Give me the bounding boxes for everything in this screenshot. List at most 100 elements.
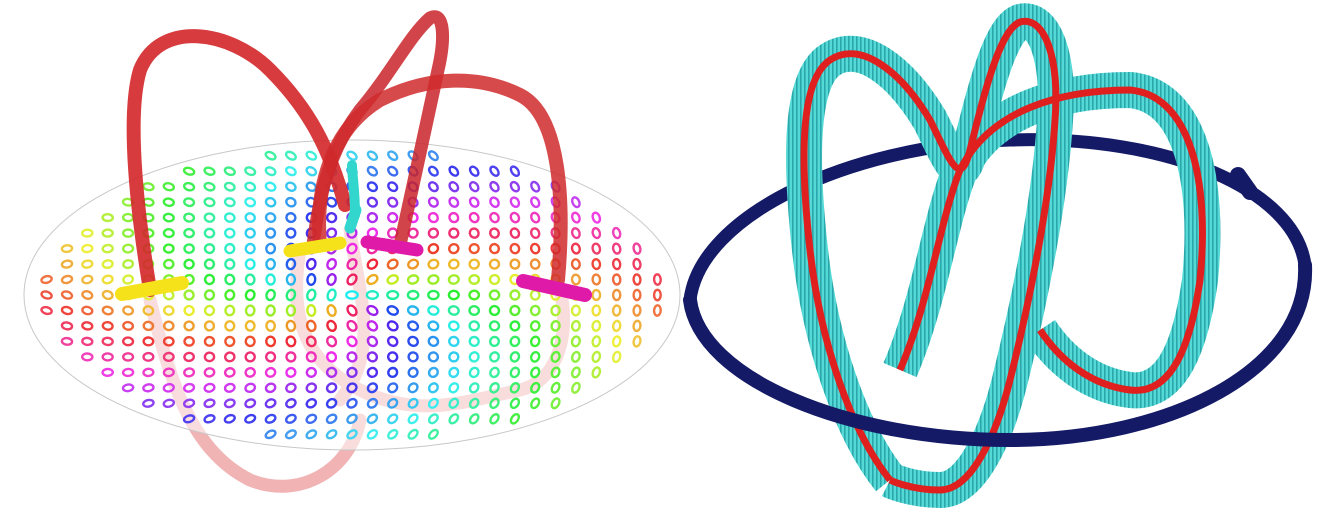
spin-dot [509,211,521,224]
spin-dot [285,319,297,333]
spin-dot [427,351,440,363]
spin-dot [366,165,379,177]
spin-dot [224,273,236,286]
spin-dot [346,366,358,379]
spin-dot [244,181,257,192]
spin-dot [509,351,521,363]
ring-front [683,258,1313,448]
spin-dot [122,320,135,331]
spin-dot [162,243,175,254]
spin-dot [509,258,521,270]
spin-dot [305,150,318,161]
spin-dot [183,243,195,255]
spin-dot [387,382,399,394]
spin-dot [183,320,195,332]
spin-dot [366,211,379,224]
spin-dot [101,274,114,285]
spin-dot [346,273,358,286]
spin-dot [488,320,501,332]
spin-dot [571,196,581,209]
spin-dot [427,227,440,239]
spin-dot [142,398,155,408]
spin-dot [325,413,338,425]
spin-dot [265,258,277,271]
spin-dot [366,196,379,208]
spin-dot [223,367,236,378]
spin-dot [346,429,358,440]
spin-dot [447,320,460,332]
spin-dot [448,211,460,224]
spin-dot [142,305,155,316]
spin-dot [427,150,439,162]
spin-dot [224,227,236,239]
spin-dot [183,367,196,378]
spin-dot [183,304,195,317]
spin-dot [366,150,379,161]
disk-outline [23,139,681,451]
spin-dot [386,320,399,332]
spin-dot [448,397,460,409]
spin-dot [326,288,337,302]
spin-dot [326,351,338,363]
spin-dot [40,274,53,285]
spin-dot [224,320,236,332]
spin-dot [591,288,602,302]
spin-dot [244,212,256,224]
spin-dot [182,181,196,192]
spin-dot [407,335,419,348]
spin-dot [529,351,541,363]
spin-dot [223,382,236,393]
spin-dot [60,336,74,346]
spin-dot [427,413,439,425]
spin-dot [509,381,521,394]
spin-dot [162,197,175,208]
spin-dot [183,258,195,270]
spin-dot [264,212,277,224]
spin-dot [447,274,460,285]
spin-dot [162,351,175,363]
spin-dot [488,273,501,286]
spin-dot [529,242,541,255]
spin-dot [203,414,216,424]
spin-dot [611,304,622,317]
spin-dot [284,413,297,424]
spin-dot [265,335,277,348]
spin-dot [346,304,358,317]
spin-dot [468,366,480,379]
spin-dot [346,258,358,271]
spin-dot [509,289,521,301]
ring-back [683,133,1312,307]
spin-dot [509,196,521,209]
spin-dot [530,196,541,209]
spin-dot [591,319,602,332]
spin-dot [386,351,399,363]
spin-dot [203,367,216,378]
spin-dot [550,397,561,410]
spin-dot [489,351,500,363]
spin-dot [530,180,541,193]
spin-dot [509,397,521,410]
spin-dot [81,228,94,238]
spin-dot [203,166,216,176]
spin-dot [122,243,135,254]
spin-dot [182,398,196,409]
spin-dot [427,289,440,301]
spin-dot [264,181,277,192]
spin-dot [632,304,642,317]
spin-dot [101,320,114,331]
right-panel-ribbon-knot [683,3,1313,508]
cyan-marker-center [344,204,362,234]
spin-dot [468,289,481,301]
spin-dot [284,166,297,177]
spin-dot [345,290,359,300]
spin-dot [305,382,318,394]
spin-dot [591,304,602,317]
spin-dot [346,319,358,332]
spin-dot [387,165,399,177]
spin-dot [427,242,440,255]
spin-dot [244,304,256,317]
spin-dot [386,274,400,285]
spin-dot [366,382,379,394]
spin-dot [264,351,277,363]
